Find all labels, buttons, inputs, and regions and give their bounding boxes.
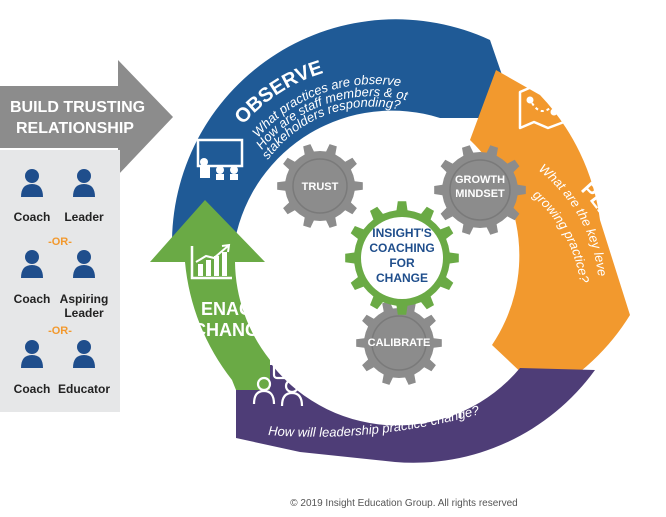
center-gear-label-line4: CHANGE — [376, 271, 428, 285]
gears-group — [277, 144, 526, 385]
calibrate-gear-hub — [371, 315, 427, 371]
role-label: Coach — [14, 292, 51, 306]
or-separator: -OR- — [48, 236, 72, 248]
person-icon — [73, 169, 95, 197]
trust-gear-label: TRUST — [302, 181, 339, 193]
or-separator: -OR- — [48, 325, 72, 337]
calibrate-gear — [356, 301, 442, 385]
enact-title-line1: ENACT — [201, 299, 263, 319]
bar-chart-icon — [190, 243, 232, 280]
center-gear-label-line3: FOR — [389, 256, 415, 270]
enact-title-line2: CHANGE — [193, 320, 271, 340]
build-trust-arrow — [0, 60, 173, 175]
center-gear-hub — [361, 217, 443, 299]
center-gear-label-line1: INSIGHT'S — [372, 226, 432, 240]
center-gear — [345, 201, 459, 315]
trust-gear — [277, 144, 363, 228]
person-icon — [73, 250, 95, 278]
person-icon — [21, 340, 43, 368]
role-label: Coach — [14, 382, 51, 396]
person-icon — [73, 340, 95, 368]
growth-gear-label-line2: MINDSET — [455, 188, 505, 200]
arrow-label-line1: BUILD TRUSTING — [10, 99, 145, 116]
map-icon — [518, 84, 566, 130]
center-gear-label-line2: COACHING — [369, 241, 434, 255]
role-label: Aspiring — [60, 292, 109, 306]
role-label: Coach — [14, 210, 51, 224]
growth-mindset-gear-hub — [449, 159, 511, 221]
copyright-footer: © 2019 Insight Education Group. All righ… — [290, 498, 518, 509]
observe-segment — [172, 19, 518, 240]
trust-gear-hub — [292, 158, 348, 214]
growth-mindset-gear — [434, 145, 526, 235]
enact-segment — [150, 200, 270, 390]
growth-gear-label-line1: GROWTH — [455, 174, 505, 186]
left-panel: BUILD TRUSTING RELATIONSHIP Coach Leader… — [0, 60, 173, 412]
role-label: Leader — [64, 210, 104, 224]
role-label: Educator — [58, 382, 110, 396]
person-icon — [21, 169, 43, 197]
reflect-segment — [236, 365, 595, 463]
reflect-title: REFLECT — [374, 401, 466, 423]
person-icon — [21, 250, 43, 278]
plan-segment — [470, 70, 630, 395]
classroom-icon — [196, 138, 244, 180]
calibrate-gear-label: CALIBRATE — [368, 337, 431, 349]
arrow-label-line2: RELATIONSHIP — [16, 120, 134, 137]
conversation-icon — [252, 360, 304, 407]
role-label: Leader — [64, 306, 104, 320]
roles-panel — [0, 150, 120, 412]
